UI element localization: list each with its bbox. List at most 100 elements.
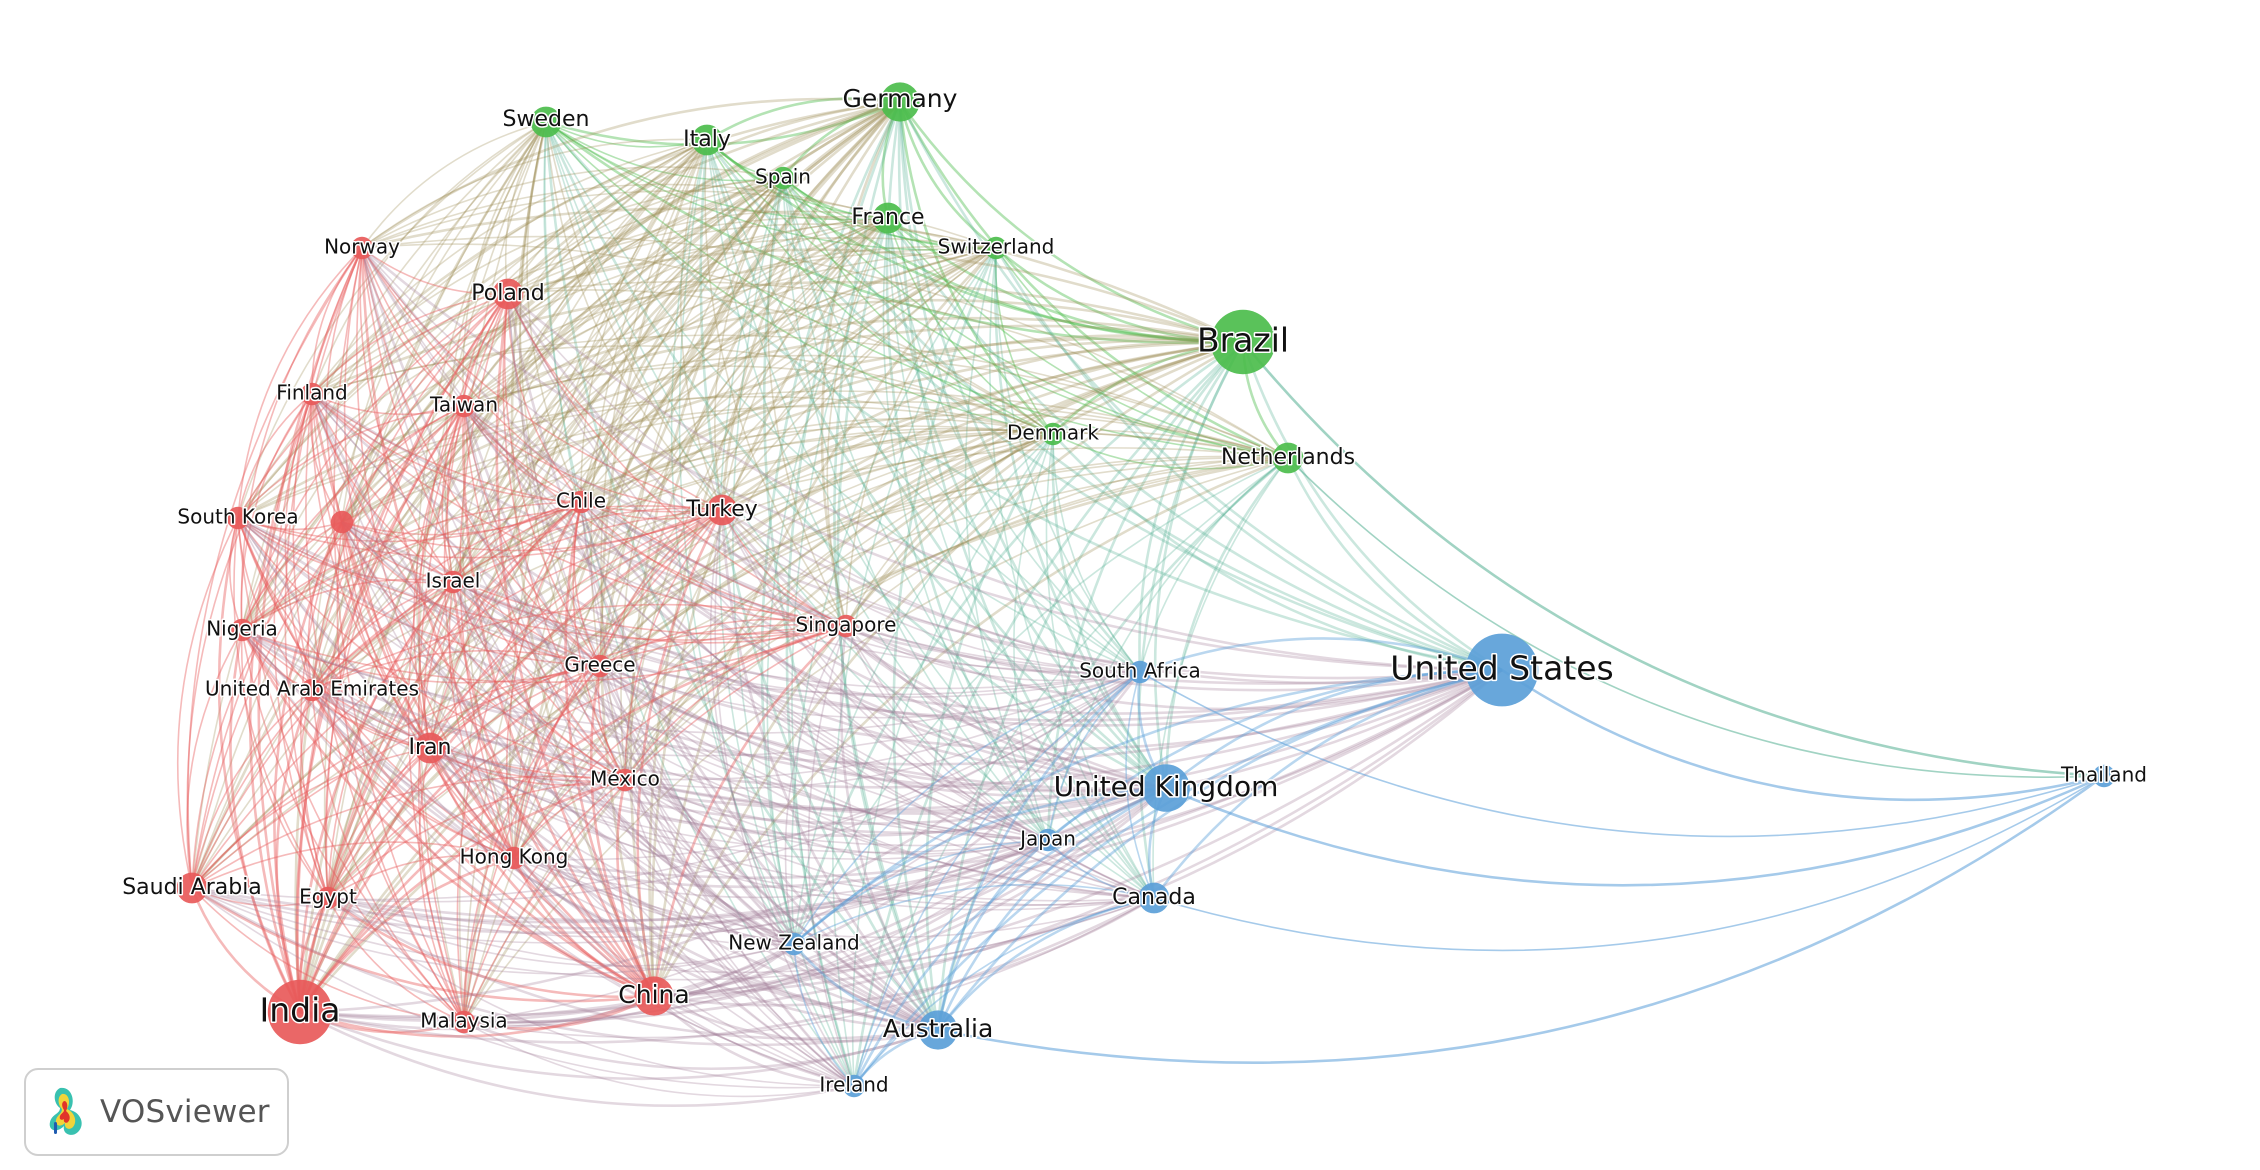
node-south-korea[interactable] <box>226 506 250 530</box>
node-japan[interactable] <box>1036 828 1060 852</box>
link-chile-australia <box>579 501 939 1032</box>
node-hong-kong[interactable] <box>502 846 526 870</box>
link-singapore-india <box>298 624 847 1013</box>
link-norway-turkey <box>361 247 723 511</box>
link-mexico-japan <box>624 779 1049 855</box>
node-mexico[interactable] <box>613 768 637 792</box>
node-china[interactable] <box>634 976 674 1016</box>
link-poland-south-korea <box>237 293 509 519</box>
link-netherlands-finland <box>311 334 1289 459</box>
link-chile-nigeria <box>241 501 582 631</box>
node-australia[interactable] <box>918 1010 958 1050</box>
link-iran-united-kingdom <box>429 746 1167 838</box>
node-taiwan[interactable] <box>452 394 476 418</box>
node-malaysia[interactable] <box>452 1010 476 1034</box>
link-brazil-china <box>652 340 1244 997</box>
link-saudi-arabia-ireland <box>191 887 855 1089</box>
node-singapore[interactable] <box>834 614 858 638</box>
node-nigeria[interactable] <box>230 618 254 642</box>
link-south-africa-australia <box>936 671 1141 1031</box>
link-taiwan-china <box>462 405 656 997</box>
link-sweden-mexico <box>518 121 626 781</box>
link-netherlands-australia <box>936 456 1289 1031</box>
link-sweden-iran <box>415 121 547 749</box>
node-germany[interactable] <box>880 82 920 122</box>
link-china-united-states <box>653 669 1503 998</box>
link-greece-egypt <box>327 665 601 899</box>
link-australia-thailand <box>937 774 2105 1064</box>
link-mexico-china <box>616 779 656 997</box>
node-egypt[interactable] <box>316 886 340 910</box>
label-finland: Finland <box>276 381 347 405</box>
node-turkey[interactable] <box>706 494 738 526</box>
node-india[interactable] <box>267 979 333 1045</box>
label-canada: Canada <box>1112 885 1196 910</box>
link-turkey-canada <box>721 509 1155 899</box>
link-nigeria-south-africa <box>241 629 1141 734</box>
link-malaysia-australia <box>463 1020 939 1071</box>
node-switzerland[interactable] <box>984 236 1008 260</box>
node-united-states[interactable] <box>1465 633 1539 707</box>
label-ireland: Ireland <box>819 1073 888 1097</box>
link-greece-uae <box>311 649 601 691</box>
link-germany-uae <box>310 100 901 691</box>
node-saudi-arabia[interactable] <box>176 872 208 904</box>
node-israel[interactable] <box>441 570 465 594</box>
link-taiwan-malaysia <box>407 405 465 1023</box>
link-norway-south-korea <box>237 247 363 519</box>
link-south-korea-south-africa <box>237 517 1141 696</box>
link-chile-singapore <box>580 501 847 627</box>
link-brazil-malaysia <box>462 340 1244 1023</box>
node-iran[interactable] <box>414 732 446 764</box>
node-ireland[interactable] <box>842 1074 866 1098</box>
link-finland-unlabeled-red <box>309 393 343 523</box>
node-unlabeled-red[interactable] <box>330 510 354 534</box>
node-greece[interactable] <box>588 654 612 678</box>
link-brazil-hong-kong <box>512 340 1244 859</box>
link-singapore-united-states <box>845 624 1503 711</box>
node-brazil[interactable] <box>1210 309 1276 375</box>
link-finland-india <box>248 393 314 1013</box>
link-taiwan-south-korea <box>237 405 465 519</box>
link-poland-saudi-arabia <box>191 293 509 889</box>
link-denmark-netherlands <box>1052 433 1289 470</box>
link-egypt-china <box>327 896 655 999</box>
link-france-nigeria <box>241 217 889 631</box>
link-spain-israel <box>452 177 784 583</box>
node-norway[interactable] <box>350 236 374 260</box>
link-denmark-israel <box>452 427 1054 583</box>
node-finland[interactable] <box>300 382 324 406</box>
link-chile-mexico <box>572 501 626 781</box>
node-south-africa[interactable] <box>1128 660 1152 684</box>
link-denmark-hong-kong <box>513 433 1054 859</box>
link-denmark-taiwan <box>463 365 1054 435</box>
link-greece-japan <box>599 665 1049 841</box>
node-new-zealand[interactable] <box>782 932 806 956</box>
node-chile[interactable] <box>569 490 593 514</box>
node-united-kingdom[interactable] <box>1142 764 1190 812</box>
link-uae-mexico <box>311 689 626 782</box>
node-spain[interactable] <box>771 166 795 190</box>
label-singapore: Singapore <box>796 613 897 637</box>
node-sweden[interactable] <box>530 106 562 138</box>
node-poland[interactable] <box>492 278 524 310</box>
link-israel-mexico <box>452 581 626 781</box>
link-norway-canada <box>361 247 1155 899</box>
node-netherlands[interactable] <box>1272 442 1304 474</box>
link-turkey-malaysia <box>463 509 723 1023</box>
link-unlabeled-red-new-zealand <box>341 521 795 945</box>
link-israel-canada <box>452 581 1155 899</box>
node-denmark[interactable] <box>1041 422 1065 446</box>
node-france[interactable] <box>872 202 904 234</box>
link-brazil-saudi-arabia <box>191 340 1244 889</box>
node-italy[interactable] <box>691 124 723 156</box>
link-turkey-israel <box>452 507 723 583</box>
link-norway-united-states <box>361 247 1503 672</box>
link-spain-egypt <box>327 177 784 899</box>
node-uae[interactable] <box>300 678 324 702</box>
node-thailand[interactable] <box>2092 764 2116 788</box>
link-norway-uae <box>292 247 363 691</box>
node-canada[interactable] <box>1138 882 1170 914</box>
link-germany-nigeria <box>240 100 901 631</box>
link-taiwan-new-zealand <box>463 405 795 945</box>
